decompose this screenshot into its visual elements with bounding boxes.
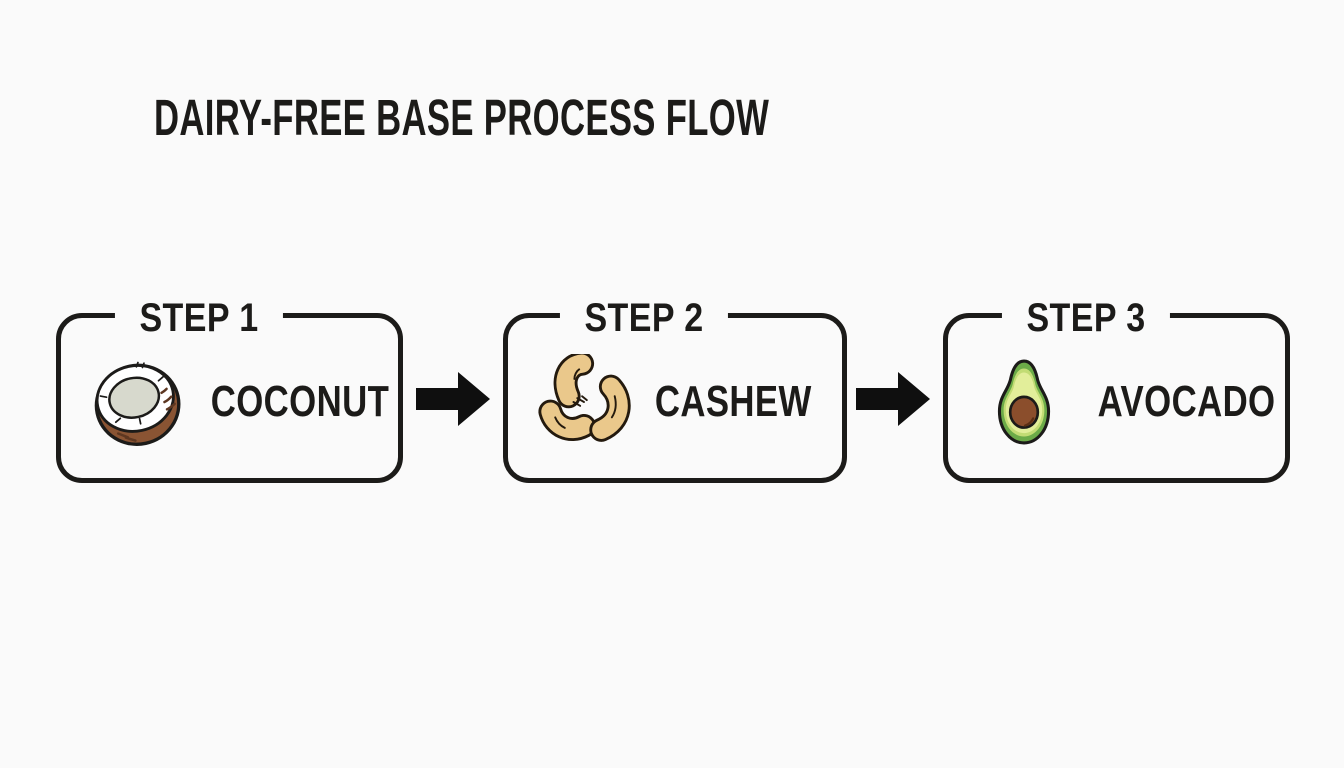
- step-label-1: STEP 1: [114, 296, 283, 340]
- item-label-cashew: CASHEW: [634, 380, 833, 424]
- page-title-text: DAIRY-FREE BASE PROCESS FLOW: [154, 89, 770, 146]
- cashew-icon: [534, 354, 634, 450]
- step-content-1: COCONUT: [61, 318, 398, 478]
- step-box-1: STEP 1: [56, 298, 403, 483]
- step-box-2: STEP 2: [503, 298, 847, 483]
- item-label-cashew-text: CASHEW: [654, 377, 812, 426]
- step-box-3: STEP 3 AVOCADO: [943, 298, 1290, 483]
- avocado-icon: [974, 358, 1074, 446]
- item-label-coconut-text: COCONUT: [210, 377, 390, 426]
- item-label-coconut: COCONUT: [187, 380, 413, 424]
- coconut-icon: [87, 349, 187, 455]
- arrow-right-icon: [416, 372, 490, 426]
- step-content-3: AVOCADO: [948, 318, 1285, 478]
- item-label-avocado: AVOCADO: [1074, 380, 1299, 424]
- step-label-3-text: STEP 3: [1025, 296, 1146, 340]
- page-title: DAIRY-FREE BASE PROCESS FLOW: [154, 92, 1059, 143]
- step-label-1-text: STEP 1: [138, 296, 259, 340]
- item-label-avocado-text: AVOCADO: [1097, 377, 1276, 426]
- arrow-right-icon: [856, 372, 930, 426]
- step-content-2: CASHEW: [508, 318, 842, 478]
- step-label-3: STEP 3: [1001, 296, 1170, 340]
- step-label-2: STEP 2: [559, 296, 729, 340]
- step-label-2-text: STEP 2: [584, 296, 704, 340]
